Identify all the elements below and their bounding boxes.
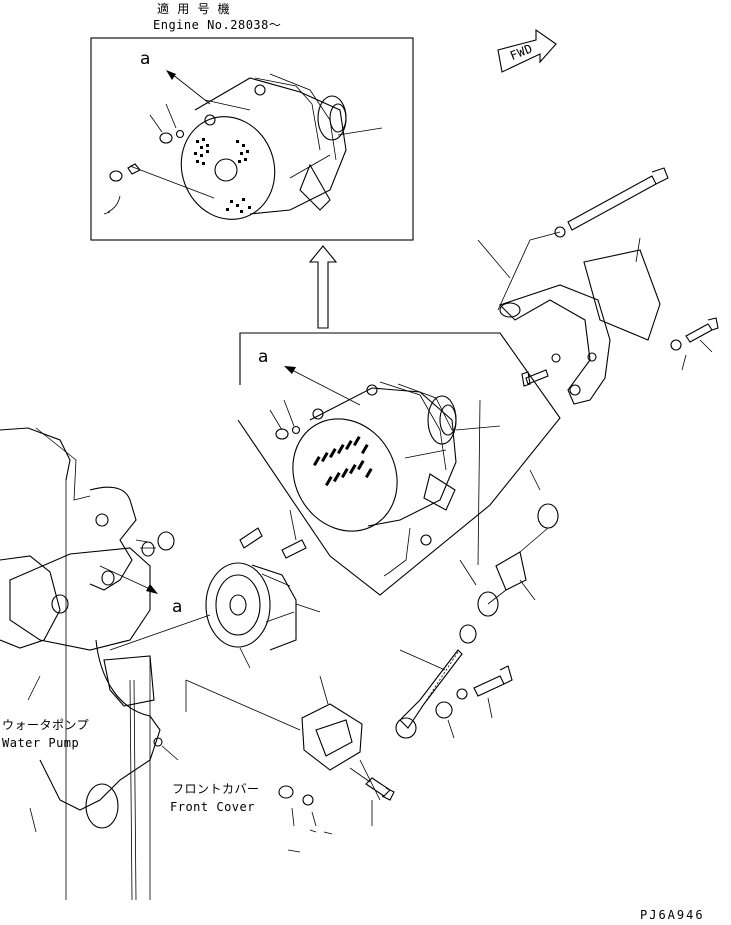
heat-shield-plate xyxy=(583,249,661,341)
lower-bracket xyxy=(301,703,363,771)
pulley-key xyxy=(239,527,263,549)
front-cover-label-en: Front Cover xyxy=(170,800,255,814)
main-alternator xyxy=(292,381,457,532)
alternator-pulley xyxy=(205,562,297,651)
pump-view-a-arrow xyxy=(99,565,153,591)
pump-view-a-label: a xyxy=(172,597,183,617)
pump-nut-2 xyxy=(157,531,175,551)
pulley-bolt xyxy=(281,539,307,559)
fwd-direction-badge xyxy=(497,28,557,73)
main-view-a-label: a xyxy=(258,347,269,367)
inset-view-a-label: a xyxy=(140,49,151,69)
adjusting-link xyxy=(459,503,559,644)
front-cover-label-jp: フロントカバー xyxy=(172,782,260,796)
lower-bracket-bolt xyxy=(365,777,395,801)
main-nut xyxy=(275,428,289,440)
drawing-code: PJ6A946 xyxy=(640,908,705,922)
pump-nut-1 xyxy=(141,541,155,557)
water-pump-leader xyxy=(27,675,41,701)
bracket-bolt-left xyxy=(521,369,549,387)
adjusting-rod xyxy=(399,649,463,729)
bracket-washer-left xyxy=(551,353,561,363)
bracket-bolt-right xyxy=(685,317,719,343)
adjusting-spacer xyxy=(435,701,453,719)
connecting-up-arrow xyxy=(308,245,338,329)
inset-nut xyxy=(159,132,173,144)
adjusting-bolt xyxy=(473,665,513,697)
inset-title-en: Engine No.28038～ xyxy=(153,18,282,32)
lower-washer xyxy=(302,794,314,806)
inset-title-jp: 適 用 号 機 xyxy=(157,2,231,16)
assembly-outline xyxy=(237,332,561,596)
water-pump-label-en: Water Pump xyxy=(2,736,80,750)
long-through-bolt xyxy=(567,167,669,231)
inset-alternator xyxy=(180,73,347,220)
long-bolt-washer xyxy=(554,226,566,238)
mounting-bracket xyxy=(498,284,611,405)
terminal-nut xyxy=(420,534,432,546)
water-pump-label-jp: ウォータポンプ xyxy=(2,718,90,732)
bracket-washer-right xyxy=(670,339,682,351)
main-view-a-arrow xyxy=(291,369,361,406)
lower-nut xyxy=(278,785,294,799)
inset-frame xyxy=(90,37,414,241)
inset-nut-terminal xyxy=(109,170,123,182)
engine-front-cover xyxy=(0,427,179,901)
main-washer xyxy=(291,425,301,435)
adjusting-washer xyxy=(456,688,468,700)
inset-washer xyxy=(175,129,185,139)
inset-view-a-arrow xyxy=(171,73,211,105)
